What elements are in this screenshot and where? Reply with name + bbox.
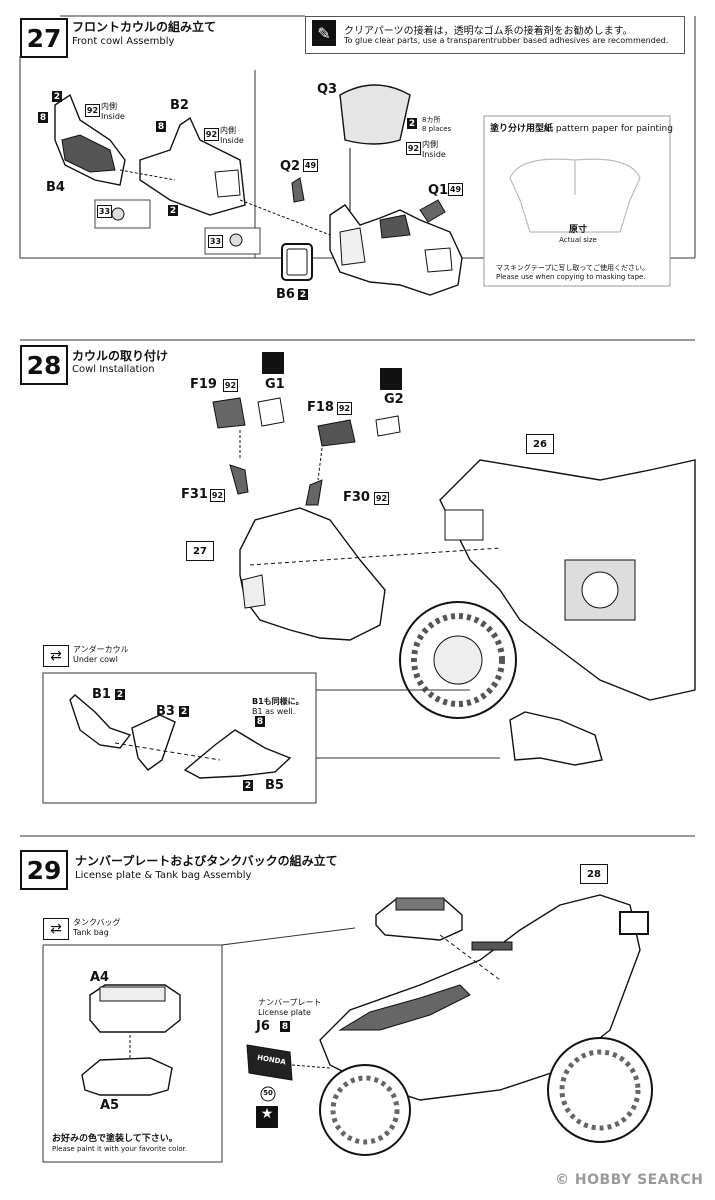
part-f31: F31	[181, 487, 208, 502]
b1-note: B1も同様に。B1 as well.	[252, 697, 304, 716]
pattern-title: 塗り分け用型紙 pattern paper for painting	[490, 124, 673, 134]
decal-number: 50	[263, 1089, 273, 1097]
color-code-92: 92	[223, 379, 238, 392]
ref-step-26: 26	[526, 434, 554, 454]
color-code-92: 92	[374, 492, 389, 505]
part-f18: F18	[307, 400, 334, 415]
step-27-title-en: Front cowl Assembly	[72, 36, 175, 47]
part-f19: F19	[190, 377, 217, 392]
part-a5: A5	[100, 1098, 120, 1113]
color-code-2: 2	[407, 118, 417, 129]
under-cowl-arrow-icon: ⇄	[43, 645, 69, 667]
part-q3: Q3	[317, 82, 338, 97]
color-code-92: 92	[210, 489, 225, 502]
part-q1: Q1	[428, 183, 449, 198]
step-28-title-jp: カウルの取り付け	[72, 349, 169, 363]
step-28-title-en: Cowl Installation	[72, 364, 155, 375]
color-code-92: 92	[85, 104, 100, 117]
color-code-92: 92	[204, 128, 219, 141]
tank-bag-arrow-icon: ⇄	[43, 918, 69, 940]
pattern-note: マスキングテープに写し取ってご使用ください。Please use when co…	[496, 264, 650, 281]
color-code-2: 2	[115, 689, 125, 700]
ref-step-28: 28	[580, 864, 608, 884]
star-icon: ★	[260, 1106, 274, 1122]
part-g2: G2	[384, 392, 404, 407]
color-code-8: 8	[156, 121, 166, 132]
color-code-8: 8	[280, 1021, 290, 1032]
part-q2: Q2	[280, 159, 301, 174]
color-code-49: 49	[448, 183, 463, 196]
color-code-92: 92	[406, 142, 421, 155]
ref-step-27: 27	[186, 541, 214, 561]
part-b5: B5	[265, 778, 284, 793]
color-code-92: 92	[337, 402, 352, 415]
part-f30: F30	[343, 490, 370, 505]
color-code-49: 49	[303, 159, 318, 172]
part-g1: G1	[265, 377, 285, 392]
color-code-33: 33	[208, 235, 223, 248]
step-29-number: 29	[20, 850, 68, 890]
part-b6: B6	[276, 287, 295, 302]
color-code-8: 8	[38, 112, 48, 123]
watermark: © HOBBY SEARCH	[555, 1172, 704, 1188]
step-27-title-jp: フロントカウルの組み立て	[72, 20, 217, 34]
color-code-2: 2	[168, 205, 178, 216]
color-code-33: 33	[97, 205, 112, 218]
glue-note-en: To glue clear parts, use a transparentru…	[344, 36, 669, 45]
glue-note-box	[305, 16, 685, 54]
color-code-2: 2	[179, 706, 189, 717]
step-29-title-jp: ナンバープレートおよびタンクバックの組み立て	[75, 854, 338, 868]
part-b3: B3	[156, 704, 175, 719]
paint-note: お好みの色で塗装して下さい。Please paint it with your …	[52, 1134, 188, 1153]
color-code-2: 2	[243, 780, 253, 791]
step-29-title-en: License plate & Tank bag Assembly	[75, 870, 252, 881]
color-code-2: 2	[52, 91, 62, 102]
part-j6: J6	[256, 1019, 270, 1034]
glue-bottle-icon: ✎	[312, 20, 336, 46]
part-b2: B2	[170, 98, 189, 113]
color-code-2: 2	[298, 289, 308, 300]
part-b1: B1	[92, 687, 111, 702]
part-b4: B4	[46, 180, 65, 195]
part-a4: A4	[90, 970, 110, 985]
color-code-8: 8	[255, 716, 265, 727]
step-28-number: 28	[20, 345, 68, 385]
glue-note-jp: クリアパーツの接着は，透明なゴム系の接着剤をお勧めします。	[344, 26, 633, 37]
step-27-number: 27	[20, 18, 68, 58]
